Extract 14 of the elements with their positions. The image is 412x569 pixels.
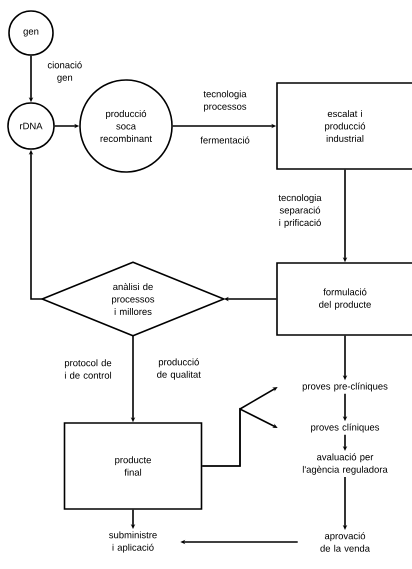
step-label: proves clíniques: [311, 424, 380, 432]
step-label: subministre i aplicació: [109, 531, 157, 553]
step-label: proves pre-clíniques: [302, 382, 388, 392]
edge-label: producció de qualitat: [157, 358, 201, 380]
note-label: protocol de i de control: [64, 359, 112, 379]
process-box: producte final: [64, 422, 202, 510]
edge-label: cionació gen: [48, 61, 82, 83]
process-box: formulació del producte: [276, 262, 412, 336]
step-label: aprovació de la venda: [320, 532, 370, 552]
step-label: avaluació per l'agència reguladora: [302, 453, 388, 475]
note-label: fermentació: [200, 136, 250, 144]
edge-label: tecnologia separació i prificació: [278, 194, 322, 228]
edge-label: tecnologia processos: [204, 90, 247, 112]
process-box: escalat i producció industrial: [276, 82, 412, 170]
